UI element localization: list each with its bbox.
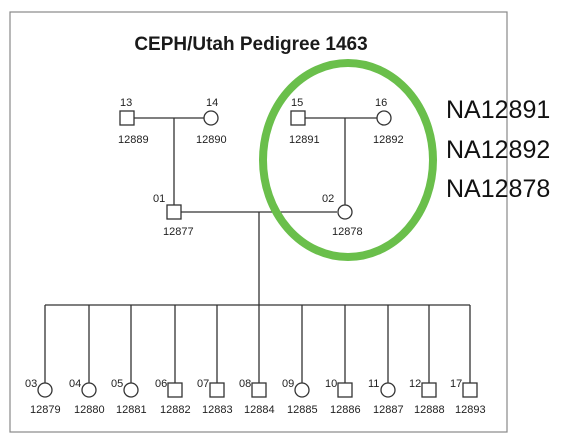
female-circle-icon [203, 110, 219, 126]
individual-number-label: 12884 [244, 404, 275, 416]
individual-id-label: 07 [197, 378, 209, 390]
individual-number-label: 12893 [455, 404, 486, 416]
individual-13: 13 12889 [118, 97, 149, 146]
individual-id-label: 03 [25, 378, 37, 390]
pedigree-frame [9, 11, 508, 433]
individual-09: 09 12885 [282, 378, 318, 416]
individual-id-label: 12 [409, 378, 421, 390]
na-label-12892: NA12892 [446, 136, 550, 164]
male-square-icon [251, 382, 267, 398]
male-square-icon [421, 382, 437, 398]
individual-number-label: 12882 [160, 404, 191, 416]
na-label-12878: NA12878 [446, 175, 550, 203]
individual-id-label: 16 [375, 97, 387, 109]
connection-lines [44, 117, 471, 383]
individual-number-label: 12891 [289, 134, 320, 146]
male-square-icon [462, 382, 478, 398]
individual-10: 10 12886 [325, 378, 361, 416]
individual-17: 17 12893 [450, 378, 486, 416]
male-square-icon [337, 382, 353, 398]
individual-id-label: 13 [120, 97, 132, 109]
male-square-icon [209, 382, 225, 398]
female-circle-icon [294, 382, 310, 398]
individual-number-label: 12886 [330, 404, 361, 416]
individual-id-label: 11 [368, 378, 379, 390]
individual-id-label: 06 [155, 378, 167, 390]
individual-03: 03 12879 [25, 378, 61, 416]
male-square-icon [119, 110, 135, 126]
individual-id-label: 17 [450, 378, 462, 390]
individual-11: 11 12887 [368, 378, 404, 416]
individual-number-label: 12877 [163, 226, 194, 238]
individual-number-label: 12890 [196, 134, 227, 146]
individual-id-label: 10 [325, 378, 337, 390]
individual-id-label: 05 [111, 378, 123, 390]
female-circle-icon [376, 110, 392, 126]
individual-id-label: 08 [239, 378, 251, 390]
individual-07: 07 12883 [197, 378, 233, 416]
individual-01: 01 12877 [153, 193, 194, 238]
child-drop-lines [44, 305, 471, 383]
individual-05: 05 12881 [111, 378, 147, 416]
individual-04: 04 12880 [69, 378, 105, 416]
na-label-12891: NA12891 [446, 96, 550, 124]
individual-id-label: 14 [206, 97, 218, 109]
individuals: 13 12889 14 12890 15 12891 16 12892 01 12877 02 128… [25, 97, 486, 416]
male-square-icon [166, 204, 182, 220]
individual-id-label: 02 [322, 193, 334, 205]
individual-number-label: 12887 [373, 404, 404, 416]
female-circle-icon [337, 204, 353, 220]
individual-14: 14 12890 [196, 97, 227, 146]
individual-id-label: 09 [282, 378, 294, 390]
individual-id-label: 04 [69, 378, 81, 390]
individual-number-label: 12878 [332, 226, 363, 238]
male-square-icon [290, 110, 306, 126]
individual-number-label: 12880 [74, 404, 105, 416]
individual-number-label: 12889 [118, 134, 149, 146]
individual-number-label: 12888 [414, 404, 445, 416]
highlight-ellipse [259, 59, 437, 261]
individual-number-label: 12885 [287, 404, 318, 416]
female-circle-icon [380, 382, 396, 398]
female-circle-icon [37, 382, 53, 398]
individual-number-label: 12881 [116, 404, 147, 416]
female-circle-icon [81, 382, 97, 398]
individual-id-label: 15 [291, 97, 303, 109]
individual-12: 12 12888 [409, 378, 445, 416]
male-square-icon [167, 382, 183, 398]
individual-15: 15 12891 [289, 97, 320, 146]
female-circle-icon [123, 382, 139, 398]
individual-number-label: 12892 [373, 134, 404, 146]
pedigree-title: CEPH/Utah Pedigree 1463 [134, 34, 367, 55]
individual-16: 16 12892 [373, 97, 404, 146]
individual-id-label: 01 [153, 193, 165, 205]
individual-number-label: 12883 [202, 404, 233, 416]
individual-number-label: 12879 [30, 404, 61, 416]
individual-08: 08 12884 [239, 378, 275, 416]
individual-02: 02 12878 [322, 193, 363, 238]
individual-06: 06 12882 [155, 378, 191, 416]
